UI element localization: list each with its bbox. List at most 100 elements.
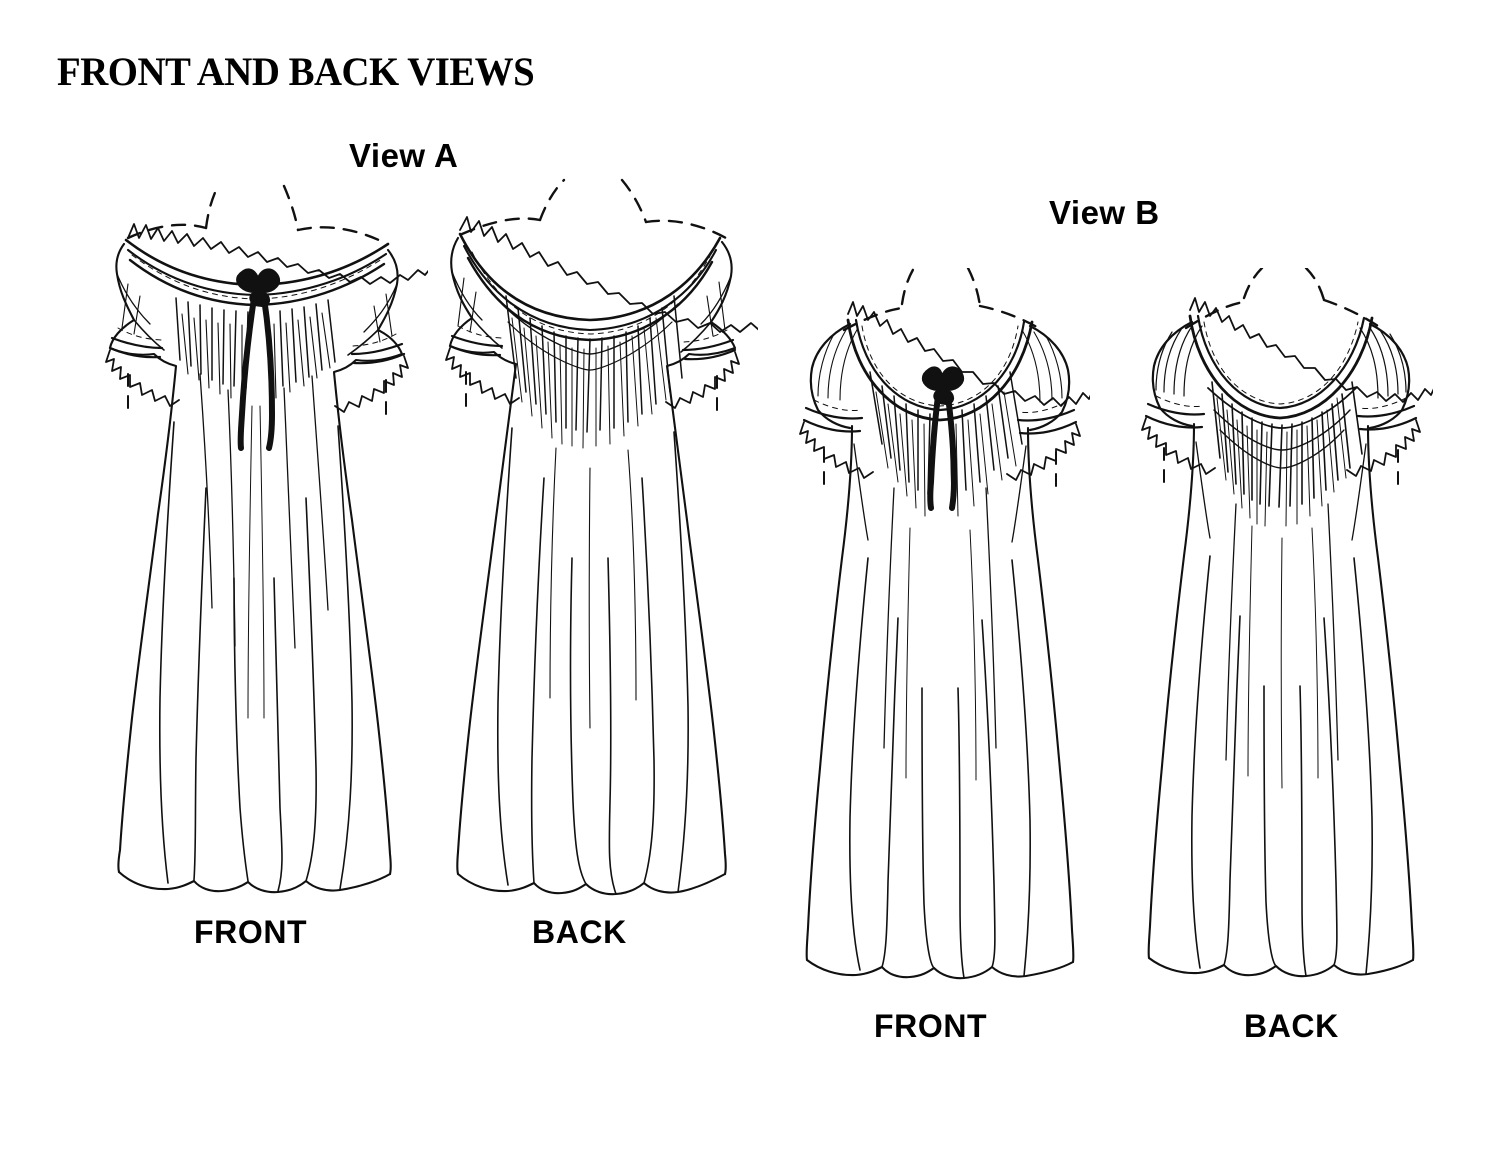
neckline-edge	[458, 232, 722, 322]
right-sleeve-band-top	[350, 342, 404, 356]
back-gathers	[505, 295, 683, 433]
neckline-inner-edge	[854, 318, 1026, 412]
center-front-ribbon-bow	[922, 366, 964, 511]
right-outline	[665, 240, 737, 876]
left-sleeve-band-top	[1146, 402, 1206, 416]
view-b-label: View B	[1049, 194, 1160, 231]
bodice-drape-lines	[199, 373, 329, 649]
right-sleeve	[1346, 322, 1421, 495]
body-guide-dashes	[842, 268, 1044, 332]
left-sleeve	[799, 322, 874, 495]
left-outline	[1147, 422, 1196, 960]
skirt-soft-folds	[905, 527, 977, 781]
view-b-back-illustration	[1128, 268, 1433, 998]
left-outline	[448, 236, 518, 876]
right-outline	[1366, 424, 1415, 962]
back-shirring-row-2	[1213, 409, 1351, 451]
left-sleeve-gathers	[1155, 325, 1203, 397]
left-sleeve-stitch-dashes	[813, 399, 863, 411]
right-sleeve-band-bottom	[352, 352, 406, 365]
skirt-fold-lines	[849, 557, 1031, 979]
right-sleeve-ruffle	[1346, 419, 1421, 477]
left-sleeve-stitch-dashes	[1155, 395, 1205, 407]
neckline-ruffle-trim	[1189, 297, 1433, 403]
skirt-fold-lines	[1191, 555, 1373, 977]
view-b-front-caption: FRONT	[874, 1008, 988, 1044]
left-sleeve-stitch-dashes	[117, 327, 165, 341]
back-gathers-fine	[511, 317, 667, 449]
body-guide-dashes	[126, 184, 385, 244]
left-sleeve	[105, 273, 180, 419]
right-sleeve-puff-outline	[1028, 324, 1071, 432]
neckline-stitch-dashes	[1203, 321, 1359, 405]
right-sleeve	[1006, 324, 1081, 497]
hem-line	[805, 958, 1075, 980]
hem-line	[456, 872, 727, 896]
left-sleeve	[445, 271, 520, 417]
left-sleeve-ruffle	[1141, 417, 1216, 475]
left-sleeve	[1141, 320, 1216, 493]
right-sleeve-band-bottom	[1018, 420, 1078, 435]
right-sleeve-gathers	[1359, 327, 1407, 399]
right-sleeve-gathers	[1021, 329, 1063, 403]
left-sleeve-stitch-dashes	[457, 325, 505, 339]
left-sleeve-puff-outline	[1151, 320, 1194, 428]
skirt-soft-folds	[1247, 525, 1319, 789]
left-sleeve-band-bottom	[108, 346, 162, 359]
back-yoke-gathers-fine	[1216, 397, 1347, 527]
hem-line	[1147, 956, 1415, 978]
skirt-fold-lines	[158, 421, 353, 892]
back-shirring-row-2	[507, 321, 673, 371]
bodice-shaping-lines	[1195, 441, 1367, 761]
bodice-shaping-lines	[853, 443, 1027, 749]
right-outline	[1026, 426, 1075, 964]
right-sleeve-stitch-dashes	[1357, 397, 1407, 409]
right-sleeve-band-top	[681, 338, 735, 352]
left-sleeve-band-top	[450, 334, 504, 348]
neckline-ruffle-trim	[127, 223, 428, 285]
body-guide-dashes	[460, 178, 728, 240]
view-a-back-caption: BACK	[532, 914, 627, 950]
right-sleeve-band-top	[1016, 408, 1076, 422]
skirt-soft-folds	[247, 405, 265, 719]
view-a-front-caption: FRONT	[194, 914, 308, 950]
left-sleeve-band-bottom	[802, 418, 862, 433]
left-sleeve-band-bottom	[448, 344, 502, 357]
view-a-back-drawing	[445, 178, 758, 896]
center-front-ribbon-bow	[236, 268, 280, 451]
neckline-edge	[1188, 314, 1374, 420]
left-sleeve-ruffle	[445, 347, 520, 405]
right-sleeve-band-top	[1356, 404, 1416, 418]
neckline-stitch-dashes	[471, 251, 711, 335]
page-title: FRONT AND BACK VIEWS	[57, 49, 535, 94]
right-sleeve-ruffle	[334, 355, 409, 413]
right-sleeve	[665, 275, 740, 421]
left-outline	[805, 424, 854, 962]
view-a-front-drawing	[105, 184, 428, 894]
right-sleeve	[334, 283, 409, 425]
right-sleeve-band-bottom	[1358, 416, 1418, 431]
right-sleeve-ruffle	[665, 351, 740, 409]
neckline-stitch-dashes	[861, 325, 1019, 407]
body-guide-dashes	[1184, 268, 1386, 332]
view-a-front-illustration	[88, 178, 428, 908]
left-sleeve-gathers	[817, 327, 859, 401]
view-a-back-illustration	[428, 178, 758, 908]
right-sleeve-band-bottom	[683, 348, 737, 361]
neckline-ruffle-trim	[847, 301, 1090, 407]
left-sleeve-puff-outline	[809, 322, 852, 430]
neckline-casing-lower	[462, 244, 718, 332]
right-outline	[332, 248, 404, 876]
hem-line	[117, 870, 392, 894]
view-b-front-illustration	[790, 268, 1090, 998]
neckline-ruffle-trim	[459, 216, 758, 333]
left-sleeve-band-bottom	[1144, 414, 1204, 429]
view-a-label: View A	[349, 137, 459, 174]
neckline-edge	[846, 318, 1034, 422]
neckline-inner-edge	[1196, 314, 1366, 410]
back-shirring-row-1	[1207, 387, 1357, 429]
left-sleeve-band-top	[804, 406, 864, 420]
view-b-front-drawing	[799, 268, 1090, 980]
view-b-back-caption: BACK	[1244, 1008, 1339, 1044]
